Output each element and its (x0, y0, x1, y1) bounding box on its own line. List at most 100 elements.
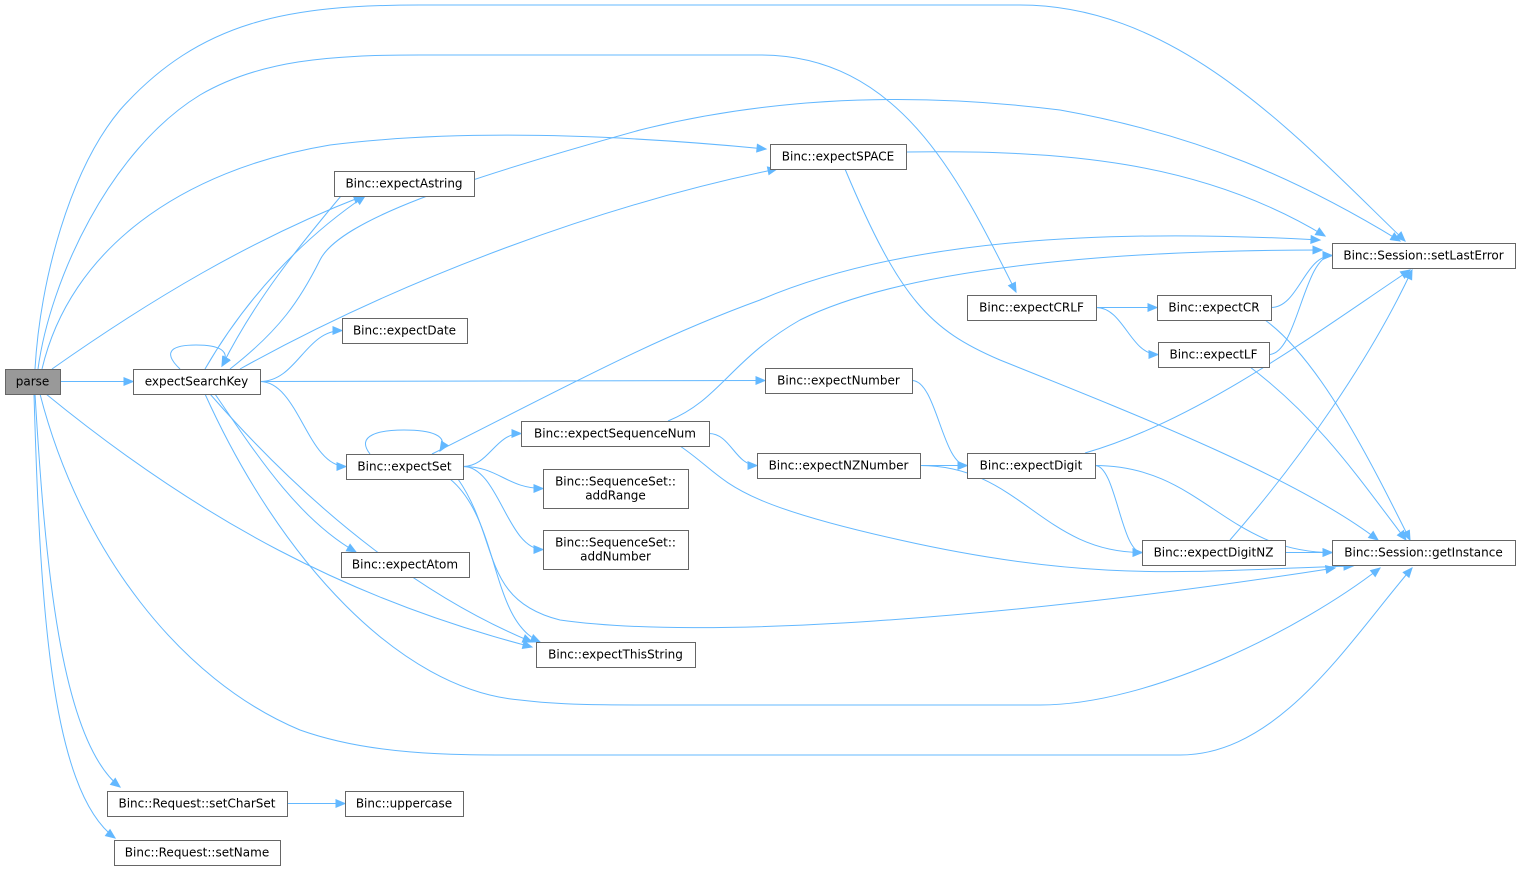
node-expectSequenceNum[interactable]: Binc::expectSequenceNum (521, 421, 710, 447)
node-addRange[interactable]: Binc::SequenceSet::addRange (543, 469, 689, 509)
edge-expectLF-to-getInstance (1249, 366, 1407, 542)
edges-layer (33, 4, 1413, 839)
edge-arrowhead (1310, 234, 1322, 245)
edge-parse-to-setLastError (34, 4, 1406, 370)
node-box (334, 171, 475, 197)
node-label: Binc::SequenceSet:: (555, 475, 676, 489)
node-expectSPACE[interactable]: Binc::expectSPACE (770, 144, 907, 170)
edge-expectSearchKey-to-expectThisString (209, 393, 534, 643)
node-expectCR[interactable]: Binc::expectCR (1157, 295, 1272, 321)
node-box (5, 369, 61, 395)
edge-arrowhead (756, 143, 768, 153)
edge-setCharSet-to-uppercase (286, 798, 347, 809)
node-label: Binc::expectThisString (548, 648, 683, 662)
edge-line (39, 393, 1413, 756)
node-label: Binc::expectSet (357, 460, 451, 474)
node-label: Binc::SequenceSet:: (555, 536, 676, 550)
node-parse[interactable]: parse (5, 369, 61, 395)
node-getInstance[interactable]: Binc::Session::getInstance (1332, 540, 1516, 566)
edge-line (37, 54, 1017, 370)
node-uppercase[interactable]: Binc::uppercase (345, 791, 464, 817)
node-expectLF[interactable]: Binc::expectLF (1158, 342, 1270, 368)
node-expectThisString[interactable]: Binc::expectThisString (536, 642, 696, 668)
edge-line (919, 465, 1143, 553)
edge-line (905, 151, 1326, 237)
edge-arrowhead (1007, 281, 1017, 294)
edge-line (431, 235, 1321, 455)
edge-expectSearchKey-to-getInstance (204, 393, 1382, 706)
edge-arrowhead (1322, 250, 1334, 261)
edge-line (229, 99, 1401, 370)
node-label: addRange (585, 489, 646, 503)
node-expectSearchKey[interactable]: expectSearchKey (133, 369, 261, 395)
edge-line (1084, 269, 1411, 454)
edge-line (51, 195, 364, 370)
edge-parse-to-expectCRLF (37, 54, 1017, 370)
edge-line (239, 168, 778, 370)
node-expectNZNumber[interactable]: Binc::expectNZNumber (757, 453, 921, 479)
edge-arrowhead (747, 460, 759, 471)
node-box (345, 791, 464, 817)
node-expectAstring[interactable]: Binc::expectAstring (334, 171, 475, 197)
edge-expectSet-to-addRange (462, 466, 545, 494)
node-label: Binc::Request::setCharSet (118, 797, 275, 811)
node-label: Binc::expectLF (1169, 348, 1257, 362)
edge-arrowhead (1147, 302, 1159, 313)
edge-expectDigitNZ-to-setLastError (1229, 268, 1413, 541)
node-box (967, 295, 1097, 321)
edge-expectSearchKey-to-setLastError (229, 99, 1402, 370)
edge-parse-to-expectSearchKey (60, 376, 135, 387)
edge-line (209, 393, 533, 643)
node-box (967, 453, 1096, 479)
edge-line (204, 393, 1381, 706)
edge-line (1264, 319, 1411, 541)
edge-arrowhead (1389, 232, 1402, 242)
edge-line (1270, 255, 1333, 308)
edge-expectSPACE-to-setLastError (905, 151, 1327, 237)
node-addNumber[interactable]: Binc::SequenceSet::addNumber (543, 530, 689, 570)
node-label: Binc::expectCRLF (979, 301, 1084, 315)
node-label: Binc::expectCR (1168, 301, 1259, 315)
node-expectDate[interactable]: Binc::expectDate (342, 318, 468, 344)
edge-expectCRLF-to-expectCR (1095, 302, 1159, 313)
node-setLastError[interactable]: Binc::Session::setLastError (1332, 243, 1516, 269)
node-expectDigitNZ[interactable]: Binc::expectDigitNZ (1142, 540, 1286, 566)
node-expectDigit[interactable]: Binc::expectDigit (967, 453, 1096, 479)
edge-parse-to-expectAstring (51, 195, 365, 370)
edge-arrowhead (345, 543, 358, 553)
node-label: Binc::expectAtom (352, 558, 458, 572)
edge-parse-to-expectThisString (45, 393, 534, 650)
edge-expectSearchKey-to-expectNumber (259, 375, 767, 386)
edge-expectSearchKey-to-expectAstring (204, 195, 367, 370)
edge-parse-to-getInstance (39, 393, 1413, 756)
node-expectNumber[interactable]: Binc::expectNumber (765, 368, 913, 394)
node-expectSet[interactable]: Binc::expectSet (346, 454, 464, 480)
edge-expectAstring-to-expectSearchKey (221, 195, 342, 368)
node-setName[interactable]: Binc::Request::setName (114, 840, 281, 866)
node-expectCRLF[interactable]: Binc::expectCRLF (967, 295, 1097, 321)
edge-arrowhead (1369, 567, 1382, 578)
node-expectAtom[interactable]: Binc::expectAtom (341, 552, 470, 578)
node-label: Binc::uppercase (356, 797, 452, 811)
node-box (1332, 540, 1516, 566)
edge-expectDigit-to-expectDigitNZ (1094, 465, 1144, 558)
edge-arrowhead (335, 798, 347, 809)
edge-line (33, 393, 116, 839)
node-label: Binc::expectDate (353, 324, 456, 338)
edge-expectSet-to-expectSequenceNum (462, 428, 523, 467)
edge-line (34, 393, 121, 788)
edge-line (1229, 269, 1413, 541)
node-box (543, 530, 689, 570)
edge-arrowhead (332, 325, 344, 336)
edge-expectDigitNZ-to-getInstance (1284, 547, 1334, 558)
edge-arrowhead (1396, 529, 1407, 542)
node-label: Binc::expectDigit (980, 459, 1083, 473)
edge-arrowhead (336, 461, 348, 472)
edge-line (221, 195, 342, 367)
edge-line (1249, 366, 1407, 541)
node-label: Binc::Session::setLastError (1343, 249, 1503, 263)
edge-expectSPACE-to-getInstance (844, 168, 1380, 541)
node-setCharSet[interactable]: Binc::Request::setCharSet (107, 791, 288, 817)
